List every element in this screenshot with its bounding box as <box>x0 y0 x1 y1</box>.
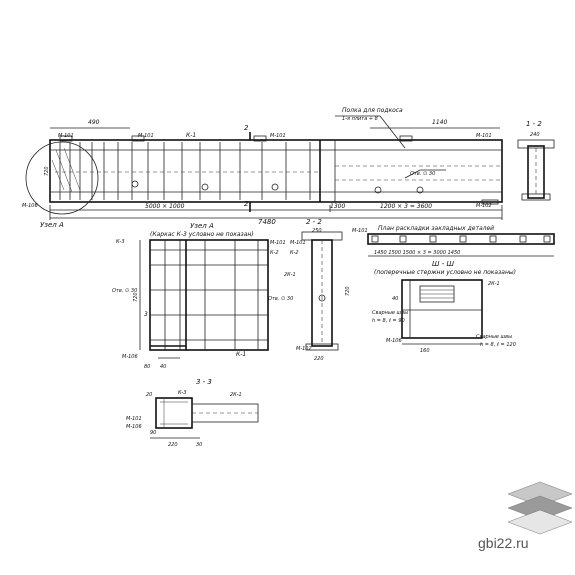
section-sh-subtitle: (поперечные стержни условно не показаны) <box>374 269 516 276</box>
mark-m106: М-106 <box>22 203 38 209</box>
section-sh-160: 160 <box>420 348 430 354</box>
node-a-title: Узел А <box>190 222 214 230</box>
section-sh-title: Ш - Ш <box>432 260 454 268</box>
hole-note: Отв. ∅ 30 <box>410 171 435 177</box>
section-3-3-220: 220 <box>168 442 178 448</box>
section-2-2-m102: М-102 <box>296 346 312 352</box>
stirrups-left <box>59 142 311 200</box>
node-dim-h: 720 <box>133 292 139 302</box>
weld-note-1b: h = 8, ℓ = 90 <box>372 318 405 324</box>
section-2-2-dim-top: 250 <box>312 228 322 234</box>
plan-dims: 1450 1500 1500 × 3 = 3000 1450 <box>374 250 460 256</box>
section-2-2: 2 - 2 250 М-101 К-2 2К-1 720 220 М-102 <box>284 218 351 362</box>
section-3-3-m101: М-101 <box>126 416 142 422</box>
hole-icon <box>318 294 326 302</box>
node-mark-k1: К-1 <box>236 351 246 358</box>
embedded-parts-plan: План раскладки закладных деталей М-101 1… <box>352 225 555 257</box>
section-3-3: 3 - 3 К-3 2К-1 М-101 М-106 220 30 20 90 <box>126 378 259 448</box>
node-a-callout <box>25 141 99 215</box>
hole-icon <box>271 183 279 191</box>
top-note: Полка для подкоса <box>342 107 403 114</box>
node-a-detail: Узел А (Каркас К-3 условно не показан) К… <box>112 222 293 370</box>
section-3-3-90: 90 <box>150 430 156 436</box>
beam-elevation <box>25 115 503 220</box>
section-sh-m106: М-106 <box>386 338 402 344</box>
section-2-2-h: 720 <box>345 286 351 296</box>
node-mark-m101: М-101 <box>270 240 286 246</box>
beam-height: 720 <box>44 166 50 176</box>
section-2-2-b: 220 <box>314 356 324 362</box>
beam-labels: 490 М-101 М-101 К-1 2 2 М-101 Полка для … <box>22 107 492 229</box>
hole-icon <box>131 180 139 188</box>
section-2-2-m101: М-101 <box>290 240 306 246</box>
top-note-2: 1-я плита + 8 <box>342 116 378 122</box>
section-mark-2-top: 2 <box>244 124 249 132</box>
dim-top-right: 1140 <box>432 119 447 126</box>
section-3-3-m106: М-106 <box>126 424 142 430</box>
hole-icon <box>416 186 424 194</box>
section-sh-2k1: 2К-1 <box>488 281 500 287</box>
section-3-3-30: 30 <box>196 442 202 448</box>
mark-m102: М-102 <box>476 203 492 209</box>
mark-m101-far: М-101 <box>476 133 492 139</box>
section-3-3-20: 20 <box>146 392 152 398</box>
hole-icon <box>201 183 209 191</box>
section-2-2-title: 2 - 2 <box>306 218 322 226</box>
brand-text[interactable]: gbi22.ru <box>478 535 529 551</box>
weld-note-1: Сварные швы <box>372 310 408 316</box>
plan-m101: М-101 <box>352 228 368 234</box>
dim-span-left: 5000 × 1000 <box>145 203 185 210</box>
plan-title: План раскладки закладных деталей <box>378 225 494 232</box>
section-3-3-2k1: 2К-1 <box>230 392 242 398</box>
node-mark-k3: К-3 <box>116 239 125 245</box>
section-2-2-2k1: 2К-1 <box>284 272 296 278</box>
section-1-2-dim: 240 <box>530 132 540 138</box>
section-1-2: 1 - 2 240 <box>517 120 555 201</box>
node-a-ref: Узел А <box>40 221 64 229</box>
dim-total: 7480 <box>258 218 276 226</box>
node-section-3: 3 <box>144 311 148 318</box>
node-dim-80: 80 <box>144 364 150 370</box>
section-1-2-title: 1 - 2 <box>526 120 542 128</box>
mark-m101-mid: М-101 <box>138 133 154 139</box>
node-a-subtitle: (Каркас К-3 условно не показан) <box>150 231 254 238</box>
dim-span-right: 1200 × 3 = 3600 <box>380 203 432 210</box>
dim-top-left: 490 <box>88 119 100 126</box>
weld-note-2: Сварные швы <box>476 334 512 340</box>
section-3-3-k3: К-3 <box>178 390 187 396</box>
node-hole-right: Отв. ∅ 30 <box>268 296 293 302</box>
weld-note-2b: h = 8, ℓ = 120 <box>480 342 516 348</box>
node-hole: Отв. ∅ 30 <box>112 288 137 294</box>
section-sh-sh: Ш - Ш (поперечные стержни условно не пок… <box>372 260 516 354</box>
hole-icon <box>374 186 382 194</box>
node-mark-m106: М-106 <box>122 354 138 360</box>
mark-k1: К-1 <box>186 132 196 139</box>
brand-logo-icon <box>507 481 573 535</box>
section-2-2-k2: К-2 <box>290 250 299 256</box>
node-mark-k2: К-2 <box>270 250 279 256</box>
mark-m101-left: М-101 <box>58 133 74 139</box>
mark-m101-right: М-101 <box>270 133 286 139</box>
node-dim-40: 40 <box>160 364 166 370</box>
dim-span-mid: 1300 <box>330 203 345 210</box>
section-sh-40: 40 <box>392 296 398 302</box>
section-mark-2-bottom: 2 <box>244 200 249 208</box>
section-3-3-title: 3 - 3 <box>196 378 212 386</box>
